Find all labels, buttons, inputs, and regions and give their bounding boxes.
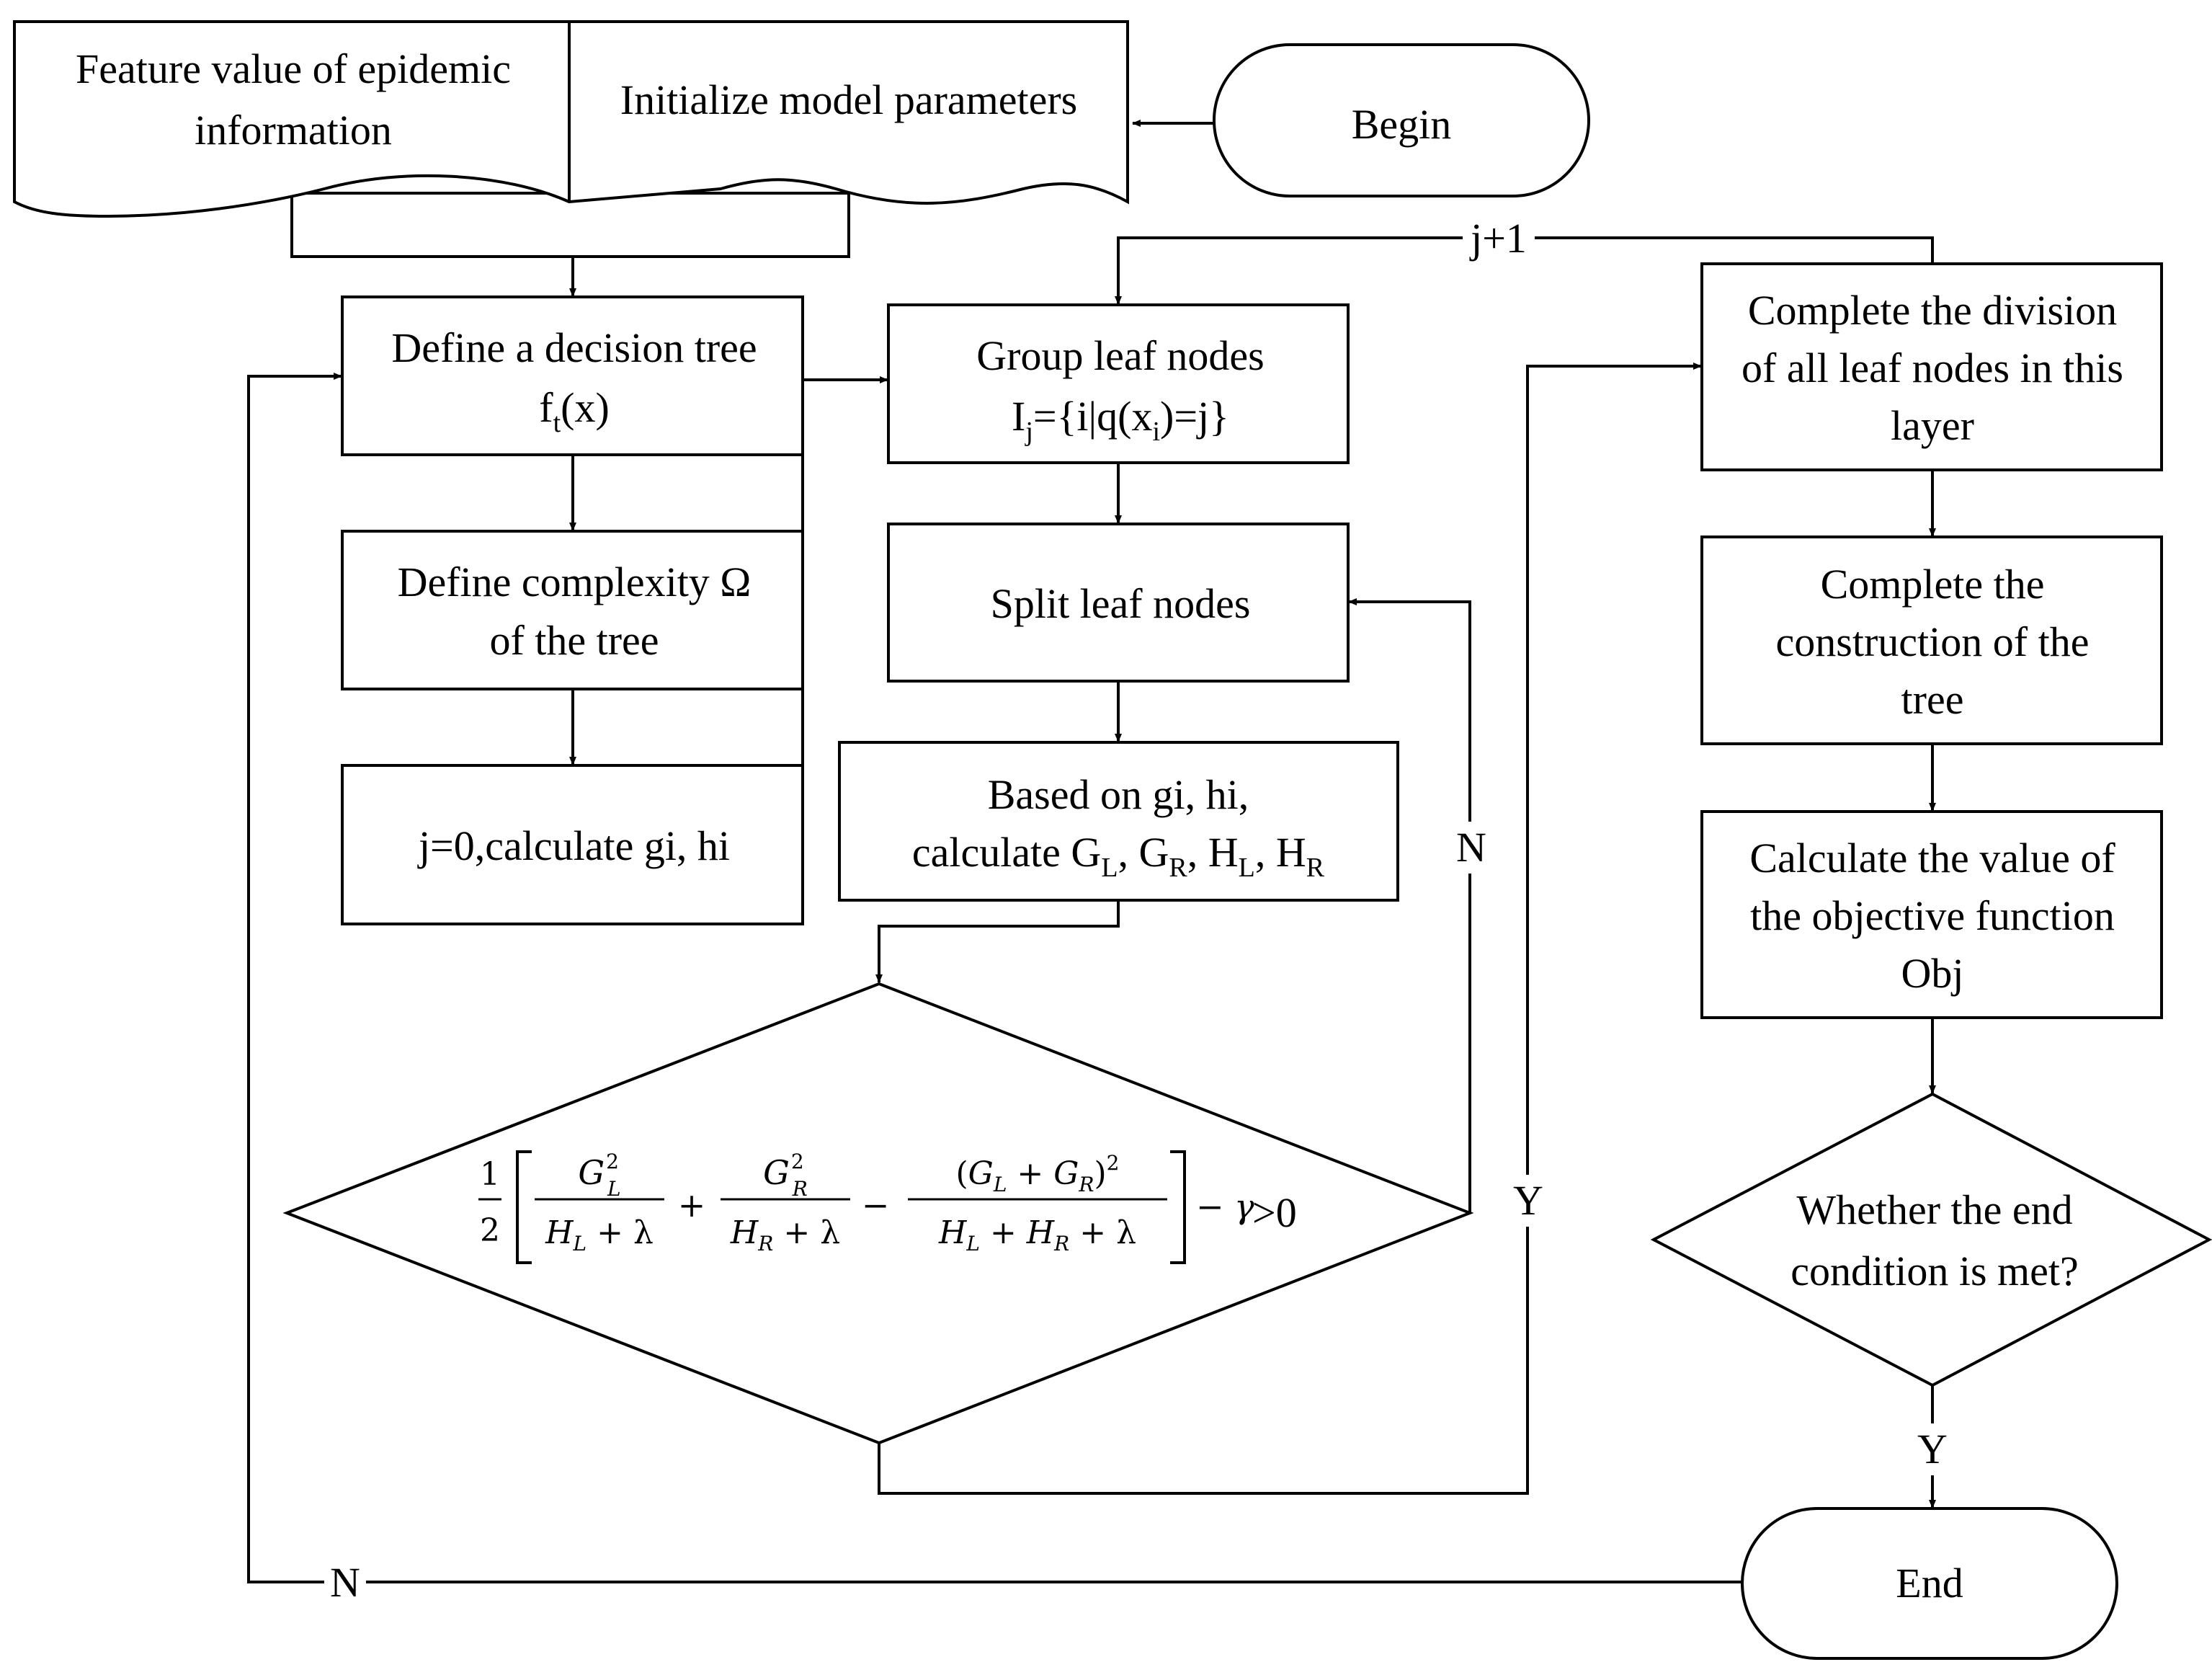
edge-label-j-plus-1: j+1 <box>1469 215 1527 262</box>
group-leaf-box <box>887 303 1350 464</box>
sep-gr: , G <box>1118 829 1169 876</box>
init-params-label: Initialize model parameters <box>620 76 1078 123</box>
edge-calc-diamond <box>875 900 1120 983</box>
feature-value-line-1: Feature value of epidemic <box>76 45 511 92</box>
define-complexity-line-1: Define complexity Ω <box>398 559 752 605</box>
complete-construction-line-3: tree <box>1901 676 1964 723</box>
based-on-label: Based on gi, hi, <box>988 771 1249 818</box>
calculate-objective-box <box>1700 810 2163 1019</box>
complete-division-line-2: of all leaf nodes in this <box>1741 345 2123 391</box>
end-condition-line-1: Whether the end <box>1796 1186 2072 1233</box>
fn-base: f <box>539 384 553 431</box>
calculate-stats: calculate GL, GR, HL, HR <box>912 829 1325 883</box>
define-complexity-line-2: of the tree <box>489 617 659 664</box>
fn-arg: (x) <box>561 384 610 431</box>
complete-division-box <box>1700 262 2163 471</box>
calculate-objective-line-2: the objective function <box>1750 892 2115 939</box>
group-leaf-set: Ij={i|q(xi)=j} <box>1012 393 1229 447</box>
edge-y-division <box>878 363 1702 1495</box>
feature-value-line-2: information <box>195 107 392 154</box>
fn-sub: t <box>553 408 561 438</box>
sep-hl: , H <box>1187 829 1239 876</box>
input-document <box>13 20 1129 258</box>
end-condition-line-2: condition is met? <box>1790 1248 2079 1294</box>
gr-sub: R <box>1169 853 1187 883</box>
define-tree-label: Define a decision tree <box>391 324 757 371</box>
begin-terminator <box>1213 43 1590 197</box>
svg-text:+: + <box>678 1186 706 1225</box>
complete-construction-line-1: Complete the <box>1821 561 2045 608</box>
calculate-objective-line-3: Obj <box>1901 950 1964 997</box>
svg-text:(GL + GR)2: (GL + GR)2 <box>955 1151 1119 1196</box>
define-tree-fn: ft(x) <box>539 384 610 438</box>
calc-stats-box <box>838 741 1399 902</box>
complete-division-line-1: Complete the division <box>1748 287 2117 334</box>
edge-label-n-loop: N <box>330 1559 360 1606</box>
set-j-sub: j <box>1024 417 1033 447</box>
complete-construction-box <box>1700 536 2163 745</box>
svg-text:HL + λ: HL + λ <box>545 1214 654 1256</box>
svg-text:− γ: − γ <box>1196 1187 1254 1226</box>
init-j-box <box>341 764 804 925</box>
sep-hr: , H <box>1255 829 1306 876</box>
calc-prefix: calculate G <box>912 829 1101 876</box>
set-mid2: )=j} <box>1160 393 1229 440</box>
begin-label: Begin <box>1352 101 1452 148</box>
edge-n-split <box>1348 598 1471 1213</box>
group-leaf-label: Group leaf nodes <box>976 332 1264 379</box>
set-mid1: ={i|q(x <box>1033 393 1153 440</box>
edge-n-loop <box>247 373 1742 1583</box>
hr-sub: R <box>1306 853 1325 883</box>
end-condition-diamond <box>1650 1092 2212 1387</box>
define-complexity-box <box>341 530 804 690</box>
svg-text:HL + HR + λ: HL + HR + λ <box>938 1214 1136 1256</box>
edge-label-y-end: Y <box>1917 1426 1948 1472</box>
svg-text:1: 1 <box>480 1156 500 1193</box>
end-label: End <box>1896 1560 1963 1607</box>
complete-division-line-3: layer <box>1891 402 1974 449</box>
edge-label-y-condition: Y <box>1513 1177 1543 1224</box>
define-tree-box <box>341 295 804 456</box>
svg-text:2: 2 <box>480 1212 500 1249</box>
edge-label-n-split: N <box>1456 824 1486 871</box>
split-leaf-box <box>887 523 1350 683</box>
set-i: I <box>1012 393 1025 440</box>
split-leaf-label: Split leaf nodes <box>991 580 1251 627</box>
gl-sub: L <box>1101 853 1118 883</box>
set-i-sub: i <box>1152 417 1160 447</box>
hl-sub: L <box>1239 853 1255 883</box>
condition-tail: >0 <box>1252 1189 1297 1236</box>
svg-text:HR + λ: HR + λ <box>730 1214 840 1256</box>
init-j-label: j=0,calculate gi, hi <box>417 822 730 869</box>
complete-construction-line-2: construction of the <box>1776 618 2090 665</box>
calculate-objective-line-1: Calculate the value of <box>1749 835 2115 881</box>
svg-text:−: − <box>862 1186 890 1225</box>
